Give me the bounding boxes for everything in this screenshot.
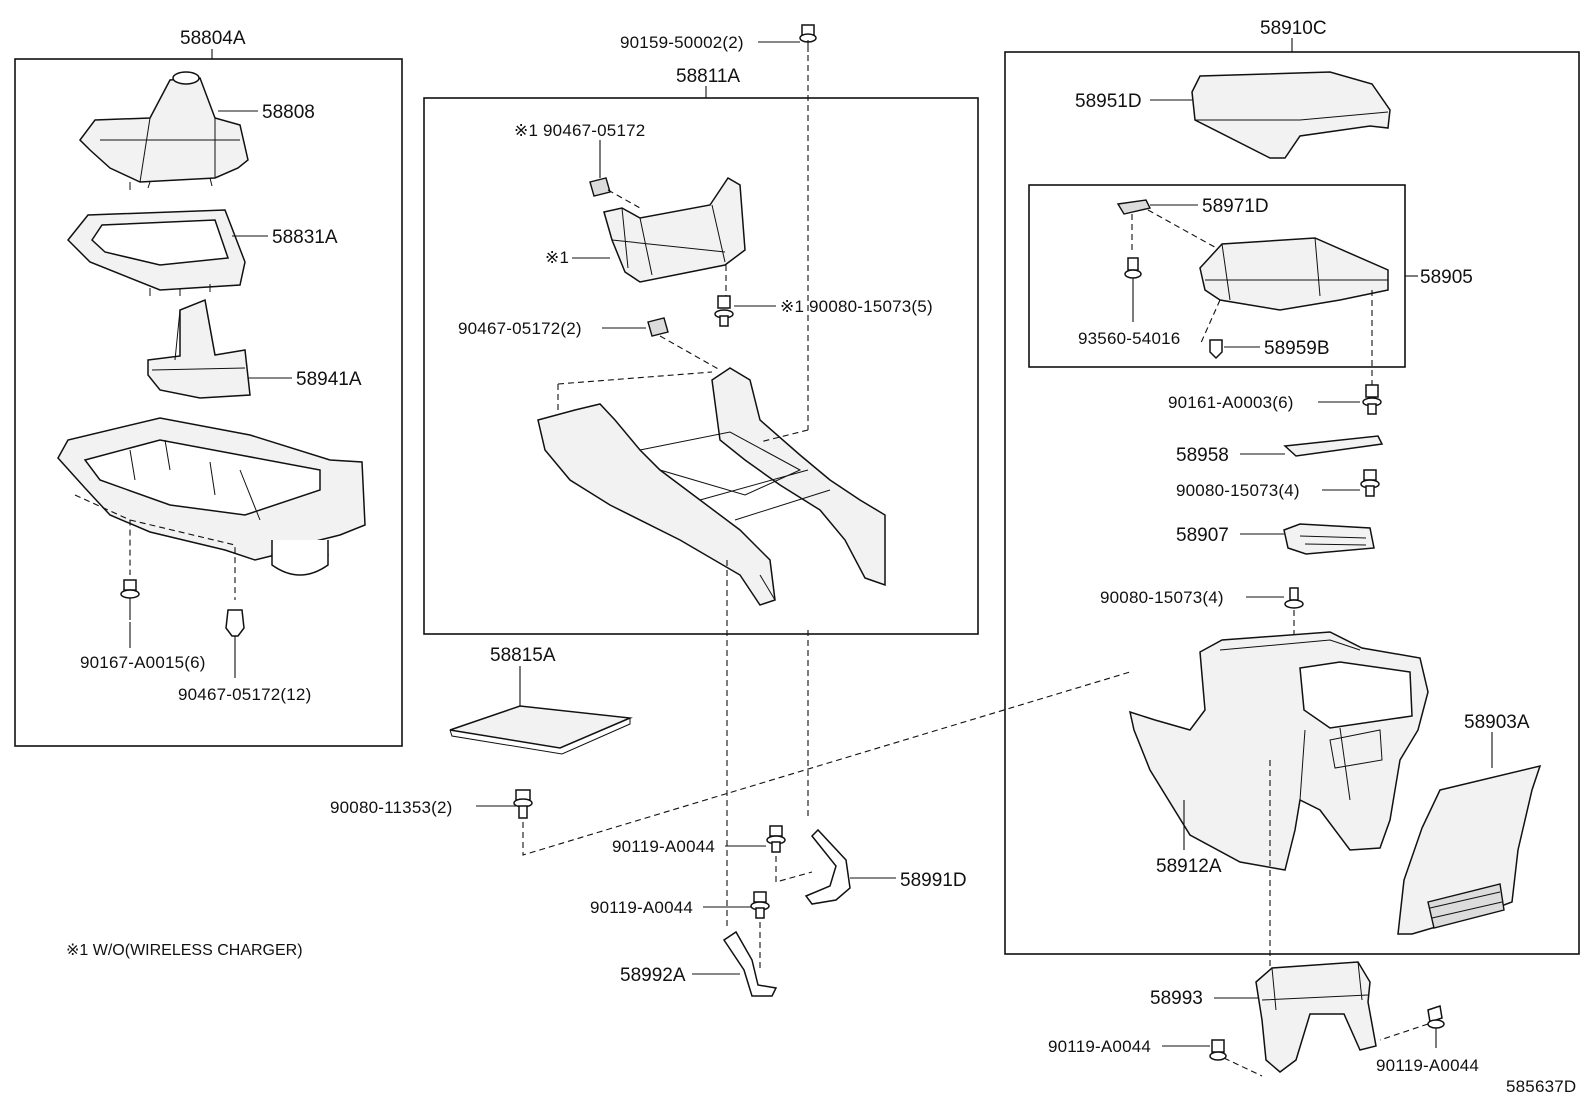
bolt-90119-a (766, 825, 786, 853)
pin-58959B (1209, 339, 1223, 360)
group-box-58811A (423, 97, 979, 635)
label-58959B: 58959B (1264, 338, 1330, 359)
clip-90467-star (589, 177, 611, 197)
label-58992A: 58992A (620, 965, 686, 986)
tray-star1 (603, 176, 746, 283)
bolt-90161 (1362, 384, 1382, 415)
label-58815A: 58815A (490, 645, 556, 666)
screw-93560 (1124, 257, 1142, 279)
bolt-90080-11353 (513, 789, 533, 819)
bolt-90080-15073-4b (1284, 587, 1304, 609)
mat-58815A (449, 705, 633, 755)
label-58808: 58808 (262, 102, 315, 123)
bolt-90080-15073-4a (1360, 469, 1380, 497)
bezel-58831A (66, 209, 246, 296)
label-58811A: 58811A (676, 66, 740, 87)
label-90080-11353: 90080-11353(2) (330, 798, 453, 817)
label-star1: ※1 (545, 248, 569, 267)
label-90080-15073-4a: 90080-15073(4) (1176, 481, 1300, 500)
rear-console-58912A (1128, 631, 1429, 871)
base-58907 (1283, 523, 1375, 555)
label-90080-15073-5: ※1 90080-15073(5) (780, 297, 933, 316)
label-58804A: 58804A (180, 28, 246, 49)
boot-retainer-58941A (147, 298, 251, 399)
clip-90467-12 (225, 609, 245, 637)
group-box-58804A (14, 58, 403, 747)
label-90119-A0044-d: 90119-A0044 (1376, 1056, 1479, 1075)
label-58905: 58905 (1420, 267, 1473, 288)
label-58941A: 58941A (296, 369, 362, 390)
label-90467-05172-2: 90467-05172(2) (458, 319, 582, 338)
label-90167-A0015: 90167-A0015(6) (80, 653, 206, 672)
latch-58971D (1116, 199, 1152, 215)
label-90119-A0044-a: 90119-A0044 (612, 837, 715, 856)
diagram-id: 585637D (1506, 1077, 1576, 1096)
console-upper-58811A (537, 367, 886, 606)
bolt-90119-b (750, 891, 770, 919)
bolt-90159 (799, 24, 817, 52)
shift-bracket-58804A (57, 417, 366, 576)
label-58958: 58958 (1176, 445, 1229, 466)
label-90467-05172-star: ※1 90467-05172 (514, 121, 645, 140)
label-90119-A0044-c: 90119-A0044 (1048, 1037, 1151, 1056)
label-58903A: 58903A (1464, 712, 1530, 733)
armrest-lid-58951D (1191, 71, 1391, 159)
label-58993: 58993 (1150, 988, 1203, 1009)
label-58912A: 58912A (1156, 856, 1222, 877)
label-58910C: 58910C (1260, 18, 1327, 39)
label-90161-A0003: 90161-A0003(6) (1168, 393, 1294, 412)
bracket-58993 (1255, 961, 1377, 1073)
label-58831A: 58831A (272, 227, 338, 248)
bolt-90119-c (1209, 1039, 1227, 1061)
label-93560-54016: 93560-54016 (1078, 329, 1180, 348)
shift-boot-58808 (79, 71, 249, 190)
label-90119-A0044-b: 90119-A0044 (590, 898, 693, 917)
hinge-housing-58905 (1199, 237, 1389, 311)
label-58991D: 58991D (900, 870, 967, 891)
bolt-90167 (120, 579, 140, 620)
bolt-90119-d (1427, 1005, 1445, 1029)
strip-58958 (1283, 435, 1384, 457)
bracket-58992A (722, 930, 778, 997)
label-58971D: 58971D (1202, 196, 1269, 217)
bracket-58991D (804, 828, 851, 905)
side-panel-58903A (1397, 764, 1542, 935)
label-90467-05172-12: 90467-05172(12) (178, 685, 311, 704)
clip-90467-2 (647, 317, 669, 337)
label-90159-50002: 90159-50002(2) (620, 33, 744, 52)
label-58907: 58907 (1176, 525, 1229, 546)
bolt-90080-15073-5 (714, 295, 734, 327)
label-90080-15073-4b: 90080-15073(4) (1100, 588, 1224, 607)
label-58951D: 58951D (1075, 91, 1142, 112)
footnote-wireless-charger: ※1 W/O(WIRELESS CHARGER) (66, 942, 303, 959)
